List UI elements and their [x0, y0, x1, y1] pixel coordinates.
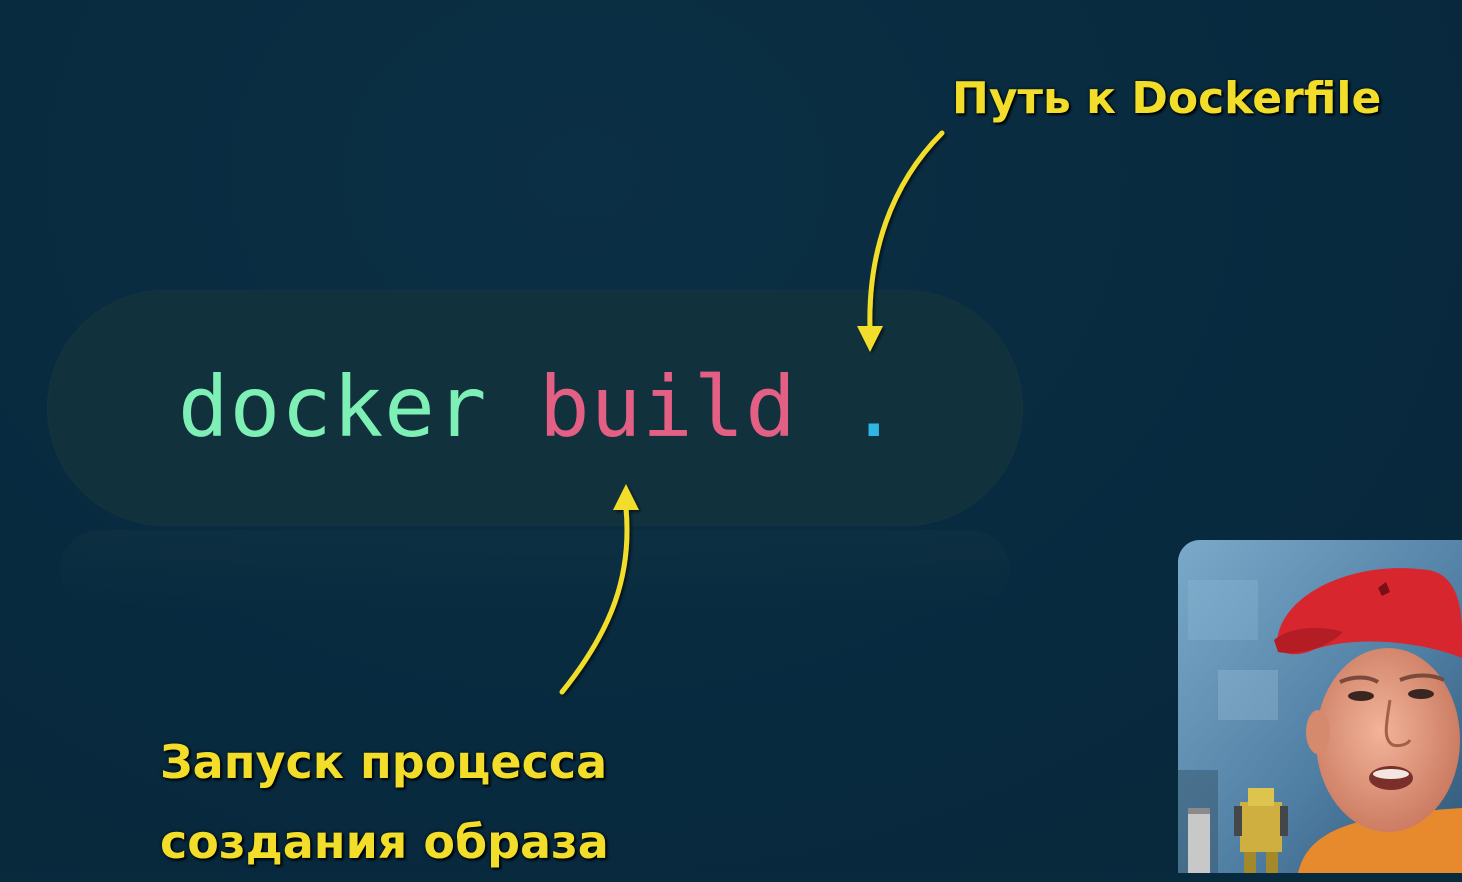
code-command-line: docker build . [178, 352, 900, 462]
arrow-to-path-icon [857, 130, 945, 352]
presenter-webcam-icon [1178, 540, 1462, 873]
annotation-build-process: Запуск процесса создания образа [160, 722, 609, 882]
code-token-build: build [539, 358, 797, 456]
code-token-docker: docker [178, 358, 488, 456]
annotation-build-line-1: Запуск процесса [160, 735, 608, 789]
code-block-reflection [60, 530, 1010, 610]
code-token-path: . [848, 358, 901, 456]
presenter-webcam [1178, 540, 1462, 873]
annotation-dockerfile-path: Путь к Dockerfile [952, 73, 1382, 124]
annotation-build-line-2: создания образа [160, 815, 609, 869]
arrow-to-build-icon [559, 484, 639, 695]
